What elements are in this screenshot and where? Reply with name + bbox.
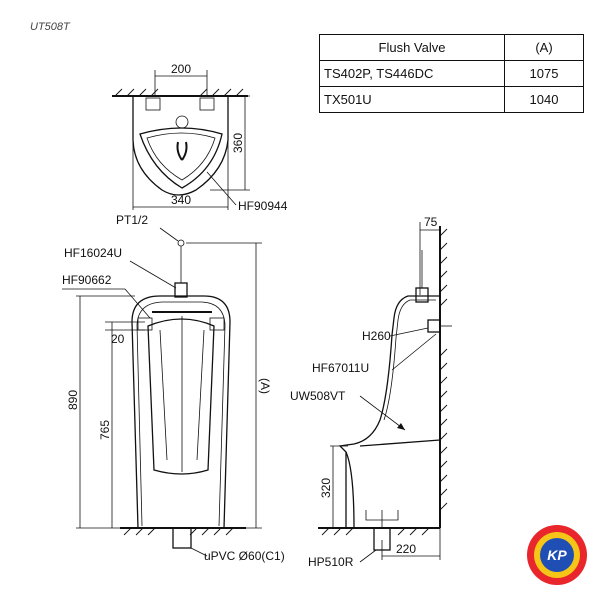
dim-765: 765: [98, 420, 112, 440]
logo-text: KP: [547, 547, 567, 563]
floor-hatch-side: [321, 527, 430, 536]
label-hf90944: HF90944: [238, 199, 288, 213]
label-upvc-outlet: uPVC Ø60(C1): [204, 549, 285, 563]
label-hf90662: HF90662: [62, 273, 112, 287]
wall-hatch-top: [114, 88, 244, 97]
wall-hatch-side: [439, 228, 448, 511]
dim-340: 340: [171, 193, 191, 207]
top-view: 200 360 340 HF90944: [112, 62, 288, 213]
row-name: TX501U: [319, 86, 505, 113]
label-hf16024u: HF16024U: [64, 246, 122, 260]
front-view: PT1/2 HF16024U HF90662 20: [62, 213, 285, 563]
kp-logo: KP: [527, 525, 587, 585]
floor-hatch-front: [123, 527, 234, 536]
flush-valve-table: Flush Valve (A) TS402P, TS446DC 1075 TX5…: [319, 34, 584, 113]
label-hp510r: HP510R: [308, 555, 354, 569]
row-value: 1075: [504, 60, 584, 87]
model-code: UT508T: [30, 21, 71, 33]
header-flush-valve: Flush Valve: [319, 34, 505, 61]
dim-360: 360: [231, 133, 245, 153]
header-a: (A): [504, 34, 584, 61]
table-row: TS402P, TS446DC 1075: [319, 60, 584, 87]
dim-20: 20: [111, 332, 125, 346]
dim-220: 220: [396, 542, 416, 556]
dim-75: 75: [424, 215, 438, 229]
label-uw508vt: UW508VT: [290, 389, 346, 403]
row-name: TS402P, TS446DC: [319, 60, 505, 87]
dim-890: 890: [66, 390, 80, 410]
dim-a: (A): [258, 378, 272, 394]
label-pt12: PT1/2: [116, 213, 148, 227]
table-header-row: Flush Valve (A): [319, 34, 584, 61]
label-hf67011u: HF67011U: [312, 361, 369, 375]
dim-200: 200: [171, 62, 191, 76]
dim-320: 320: [319, 478, 333, 498]
table-row: TX501U 1040: [319, 86, 584, 113]
row-value: 1040: [504, 86, 584, 113]
label-h260: H260: [362, 329, 391, 343]
side-view: 75 H260 HF67011U UW508VT: [290, 215, 452, 569]
